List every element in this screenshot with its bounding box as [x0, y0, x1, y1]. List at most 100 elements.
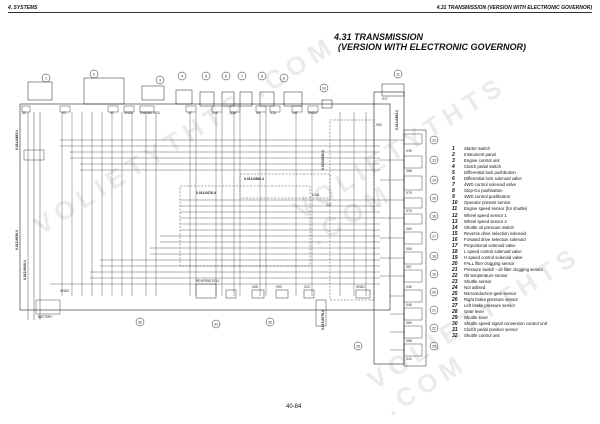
connector-label: GND4	[308, 111, 317, 115]
connector-label: X60	[406, 227, 412, 231]
legend-text: L speed control solenoid valve	[464, 248, 522, 254]
engine-ecu-box	[141, 85, 165, 101]
connector-label: X6	[256, 111, 260, 115]
connector-label: X90	[276, 285, 282, 289]
4wd-sol-box	[239, 91, 253, 107]
connector-label: X58	[406, 339, 412, 343]
legend-number: 29	[452, 315, 458, 322]
legend-text: Shuttle control unit	[464, 333, 500, 339]
connector-label: X88	[406, 169, 412, 173]
connector-label: X26	[230, 111, 236, 115]
callout-number: 20	[432, 290, 436, 294]
legend-text: Proportional solenoid valve	[464, 242, 516, 248]
legend-number: 5	[452, 170, 455, 177]
legend-number: 21	[452, 266, 458, 273]
legend-number: 15	[452, 230, 458, 237]
callout-number: 21	[432, 308, 436, 312]
chapter-header: 4.31 TRANSMISSION (VERSION WITH ELECTRON…	[436, 5, 592, 11]
instrument-panel-box	[83, 77, 125, 105]
top-connector-row	[21, 105, 319, 113]
legend-number: 12	[452, 212, 458, 219]
left-harness	[23, 112, 61, 320]
legend-text: Microreduction-gear sensor	[464, 291, 517, 297]
reverse-ecu-box	[195, 283, 217, 299]
legend-text: Shuttle oil pressure switch	[464, 224, 514, 230]
legend-number: 27	[452, 303, 458, 310]
legend-text: FALL filter clogging sensor	[464, 260, 515, 266]
connector-column-frame	[403, 129, 427, 367]
legend-text: Shuttle sensor	[464, 279, 492, 285]
connector-label: GND1	[356, 285, 365, 289]
connector-label: X46	[406, 285, 412, 289]
legend-text: Operator present sensor	[464, 200, 511, 206]
callout-number: 23	[432, 344, 436, 348]
legend-item: 17 Proportional solenoid valve	[452, 243, 547, 249]
connector-label: GND3	[60, 289, 69, 293]
connector-label: X69	[406, 321, 412, 325]
callout-number: 5	[205, 74, 207, 78]
legend-number: 26	[452, 297, 458, 304]
shuttle-ecu-frame	[373, 91, 405, 365]
callout-number: 4	[181, 74, 183, 78]
legend-text: 4WD control solenoid valve	[464, 182, 517, 188]
battery-label: BATTERY	[38, 315, 53, 319]
callout-number: 6	[225, 74, 227, 78]
legend-text: Engine speed sensor (for shuttle)	[464, 206, 528, 212]
diff-lock-box	[199, 91, 215, 107]
legend-number: 30	[452, 321, 458, 328]
callout-number: 30	[138, 320, 142, 324]
legend-item: 18 L speed control solenoid valve	[452, 249, 547, 255]
dashed-regions	[179, 119, 375, 301]
legend-number: 16	[452, 236, 458, 243]
legend-number: 17	[452, 242, 458, 249]
connector-label: X144	[312, 193, 320, 197]
legend-number: 24	[452, 285, 458, 292]
legend-text: Right brake pressure sensor	[464, 297, 518, 303]
callout-number: 7	[241, 74, 243, 78]
callout-number: 3	[159, 78, 161, 82]
legend-number: 25	[452, 291, 458, 298]
connector-label: X7	[188, 111, 192, 115]
harness-wires-vertical	[61, 112, 367, 296]
legend-number: 6	[452, 176, 455, 183]
legend-number: 22	[452, 272, 458, 279]
legend-text: Clutch pedal switch	[464, 164, 502, 170]
callout-number: 9	[283, 76, 285, 80]
part-code: 0.012.9640.4	[23, 260, 27, 280]
legend-number: 14	[452, 224, 458, 231]
connector-label: X39	[406, 149, 412, 153]
legend-number: 23	[452, 279, 458, 286]
callout-number: 8	[261, 74, 263, 78]
legend-text: Instrument panel	[464, 152, 497, 158]
title-line-1: 4.31 TRANSMISSION	[334, 32, 424, 42]
legend-number: 28	[452, 309, 458, 316]
part-code: 0.014.0866.4	[244, 177, 264, 181]
top-callouts	[41, 69, 403, 93]
legend-item: 25 Microreduction-gear sensor	[452, 291, 547, 297]
connector-label: X47	[326, 203, 332, 207]
operator-sensor-box	[321, 99, 333, 109]
part-codes: 0.014.0883.4 0.012.9636.4 0.012.9640.4 0…	[15, 110, 399, 330]
legend-number: 19	[452, 254, 458, 261]
legend-text: Starter switch	[464, 146, 491, 151]
connector-label: X67	[406, 265, 412, 269]
legend-number: 18	[452, 248, 458, 255]
page-number: 40-84	[286, 404, 302, 410]
